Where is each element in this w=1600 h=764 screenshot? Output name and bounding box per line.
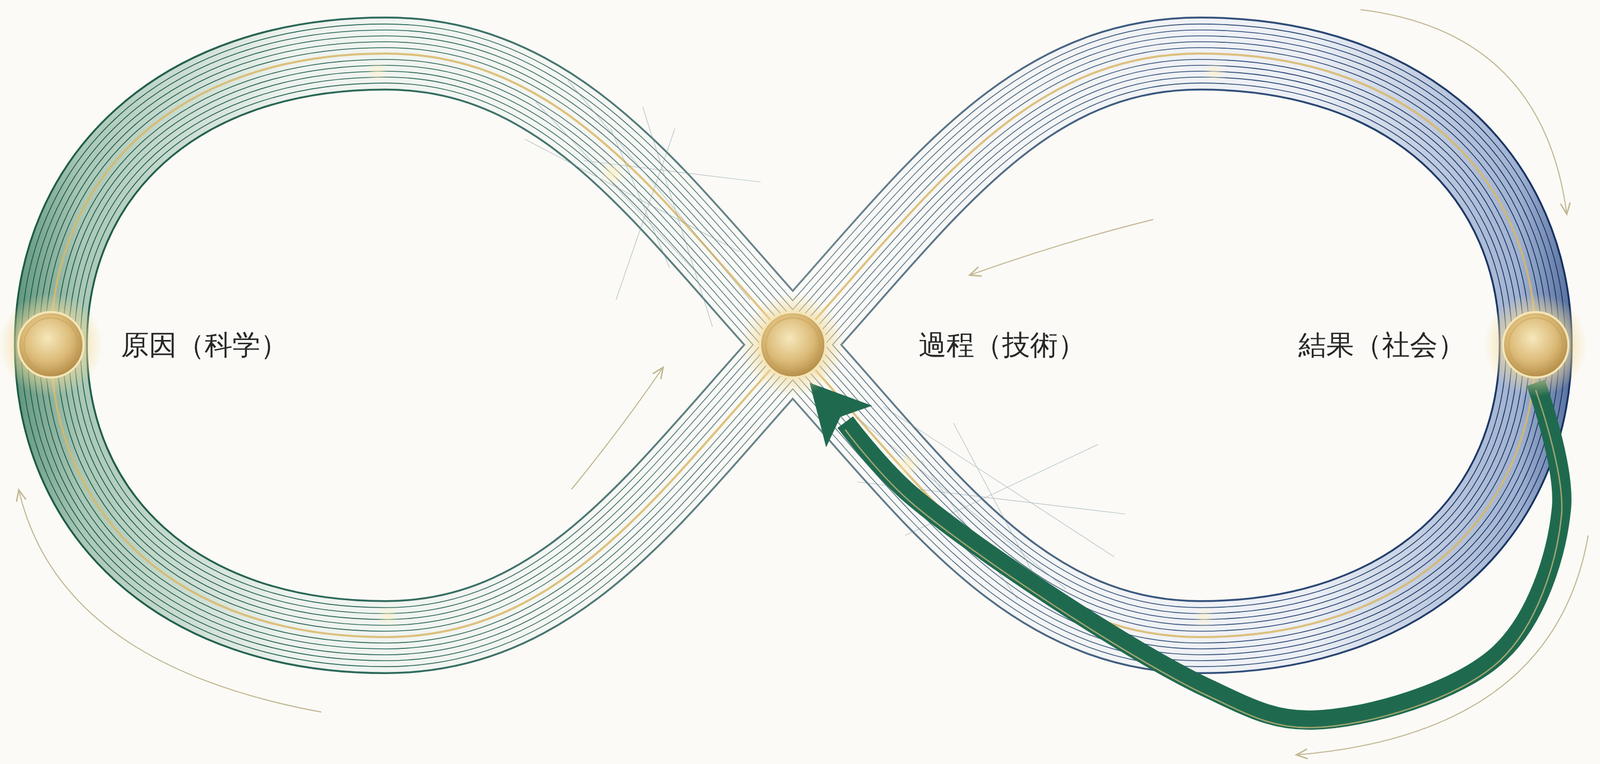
band-gap: [50, 53, 1536, 638]
sparkle: [901, 457, 915, 471]
network-lines: [524, 80, 1125, 606]
circle-ring: [1508, 318, 1563, 372]
circle-glow: [1483, 293, 1588, 397]
sparkles: [372, 66, 1220, 623]
flow-arrow: [1360, 9, 1567, 215]
band-line: [50, 53, 1536, 638]
gold-circle: [1503, 312, 1569, 378]
band-line: [50, 53, 1536, 638]
band-line: [50, 53, 1536, 638]
band-line: [50, 53, 1536, 638]
circle-ring: [765, 318, 820, 372]
flow-arrow: [969, 219, 1154, 276]
feedback-arrow: [809, 382, 1562, 728]
node-label: 原因（科学）: [117, 327, 292, 363]
circle-ring: [24, 318, 78, 372]
gold-circle-node: 結果（社会）: [1501, 311, 1570, 379]
band-gap: [50, 53, 1536, 638]
circle-shape: [759, 311, 827, 379]
band-gap: [50, 53, 1536, 638]
band-line: [50, 53, 1536, 638]
gold-circle: [760, 312, 826, 378]
infinity-band: [50, 53, 1536, 638]
gold-centre-line: [50, 53, 1536, 638]
sparkle: [1198, 612, 1210, 623]
network-line: [524, 80, 761, 327]
arrow-shaft: [845, 382, 1562, 721]
gold-circle-node: 原因（科学）: [17, 311, 85, 379]
band-gap: [50, 53, 1536, 638]
circle-shape: [17, 311, 85, 379]
gold-circle: [18, 312, 84, 378]
circle-glow: [740, 293, 845, 397]
sparkle: [372, 66, 383, 78]
band-gap: [50, 53, 1536, 638]
flow-arrow: [18, 490, 322, 713]
label-slot: 原因（科学）: [117, 327, 292, 363]
sparkle: [1208, 66, 1220, 78]
arrow-head: [809, 382, 873, 448]
band-gap: [50, 53, 1536, 638]
sparkle: [382, 610, 394, 622]
band-line: [50, 53, 1536, 638]
arrow-highlight: [845, 390, 1562, 728]
node-label: 結果（社会）: [1295, 327, 1469, 363]
network-line: [857, 407, 1125, 606]
flow-arrow: [571, 367, 664, 490]
gold-circle-node: 過程（技術）: [759, 311, 827, 379]
circle-glow: [0, 293, 103, 397]
sparkle: [605, 167, 619, 180]
circle-shape: [1501, 311, 1570, 379]
node-label: 過程（技術）: [915, 327, 1089, 363]
label-slot: 過程（技術）: [915, 327, 1089, 363]
label-slot: 結果（社会）: [1295, 327, 1469, 363]
flow-arrows: [18, 9, 1589, 756]
